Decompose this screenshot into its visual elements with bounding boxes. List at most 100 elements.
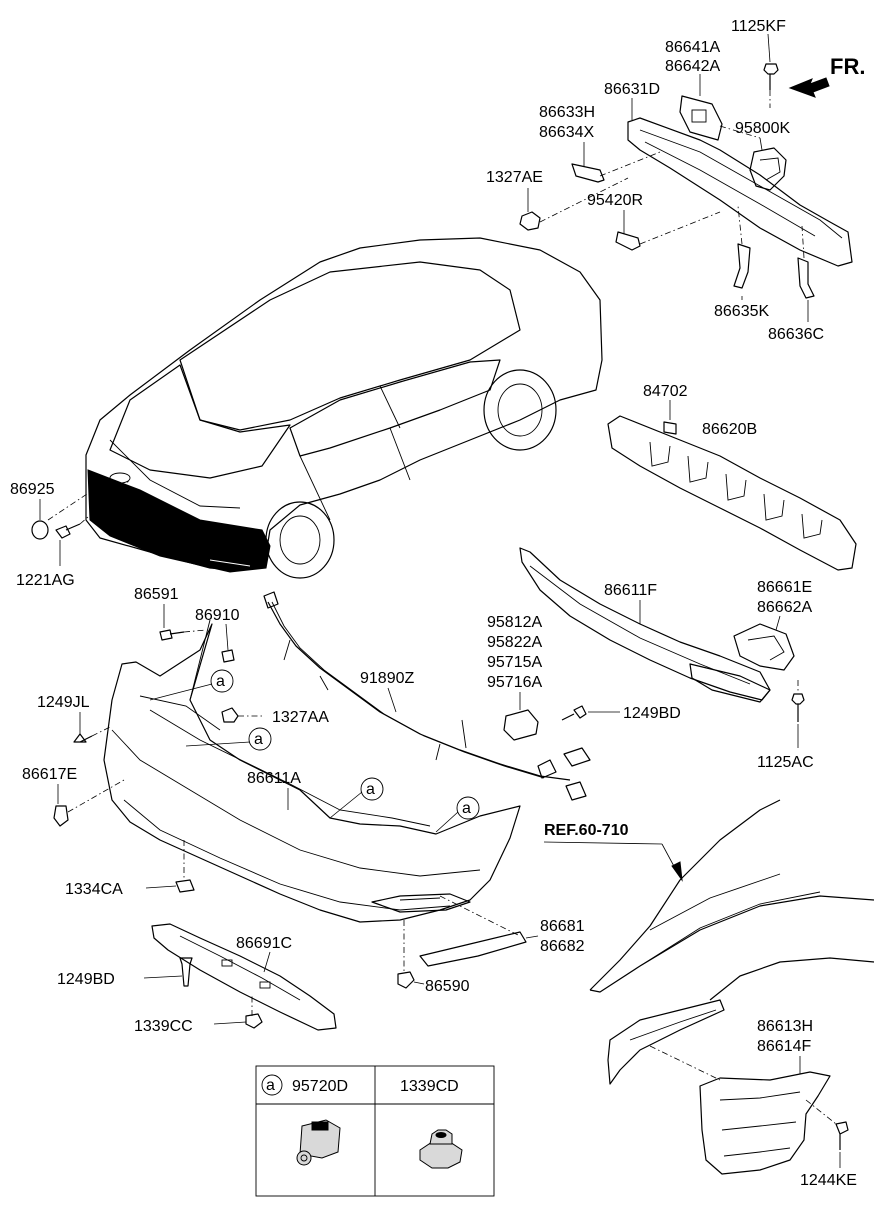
label-86641a: 86641A xyxy=(665,39,720,56)
energy-absorber xyxy=(607,415,857,571)
label-86590: 86590 xyxy=(425,978,470,995)
label-86925: 86925 xyxy=(10,481,55,498)
label-86633h: 86633H xyxy=(539,104,595,121)
label-86661e: 86661E xyxy=(757,579,812,596)
callout-marker-2: a xyxy=(248,727,272,751)
car-roof xyxy=(179,261,521,431)
back-beam xyxy=(627,117,853,267)
nut-1327aa xyxy=(221,707,239,723)
label-86642a: 86642A xyxy=(665,58,720,75)
legend-marker: a xyxy=(261,1074,283,1096)
legend-table: a 95720D 1339CD xyxy=(255,1065,495,1197)
label-1249jl: 1249JL xyxy=(37,694,90,711)
label-1327aa: 1327AA xyxy=(272,709,329,726)
bracket-86641a xyxy=(679,95,723,141)
bolt-1249bd-upper xyxy=(561,705,587,721)
label-1125kf: 1125KF xyxy=(731,18,786,35)
sensor-95720d-icon xyxy=(296,1119,341,1166)
label-91890z: 91890Z xyxy=(360,670,414,687)
under-cover xyxy=(151,879,415,1031)
label-95800k: 95800K xyxy=(735,120,790,137)
front-wheel xyxy=(483,369,557,451)
back-beam-assembly xyxy=(519,63,853,299)
reflector-housing xyxy=(689,663,771,703)
direction-arrow-icon xyxy=(788,77,830,98)
bracket-86635k xyxy=(733,243,751,289)
front-direction-indicator: FR. xyxy=(788,54,865,98)
rear-wheel xyxy=(265,501,335,579)
screw-1244ke xyxy=(835,1121,849,1150)
retainer-86910 xyxy=(221,649,235,663)
reflector-86681 xyxy=(419,931,527,967)
label-86662a: 86662A xyxy=(757,599,812,616)
label-86636c: 86636C xyxy=(768,326,824,343)
reference-label: REF.60-710 xyxy=(544,822,629,839)
side-window xyxy=(289,359,501,457)
garnish-86661e xyxy=(733,623,795,671)
absorber-86620b xyxy=(607,415,857,571)
vehicle-outline xyxy=(85,237,603,579)
clip-84702 xyxy=(663,421,677,435)
label-1334ca: 1334CA xyxy=(65,881,123,898)
label-86613h: 86613H xyxy=(757,1018,813,1035)
label-84702: 84702 xyxy=(643,383,688,400)
svg-text:a: a xyxy=(462,800,471,817)
nut-1339cd-icon xyxy=(419,1129,463,1169)
bumper-license-recess xyxy=(149,709,431,827)
label-1125ac: 1125AC xyxy=(757,754,814,771)
label-86611a: 86611A xyxy=(247,770,301,787)
rear-window xyxy=(109,364,291,479)
svg-text:a: a xyxy=(216,673,225,690)
bumper-86611a xyxy=(103,623,521,923)
control-unit xyxy=(503,705,587,741)
callout-marker-3: a xyxy=(360,777,384,801)
harness-91890z xyxy=(267,601,571,781)
label-1339cc: 1339CC xyxy=(134,1018,193,1035)
label-86631d: 86631D xyxy=(604,81,660,98)
fender-liner-86613h xyxy=(699,1071,831,1175)
label-86611f: 86611F xyxy=(604,582,657,599)
label-86634x: 86634X xyxy=(539,124,594,141)
lower-cover-assembly xyxy=(519,547,805,722)
label-95812a: 95812A xyxy=(487,614,542,631)
trunk-emblem xyxy=(109,472,131,484)
label-1327ae: 1327AE xyxy=(486,169,543,186)
label-1221ag: 1221AG xyxy=(16,572,75,589)
label-95822a: 95822A xyxy=(487,634,542,651)
bolt-1125kf xyxy=(763,63,779,90)
label-1244ke: 1244KE xyxy=(800,1172,857,1189)
bracket-86636c xyxy=(797,257,815,299)
screw-1221ag xyxy=(55,523,81,539)
label-86691c: 86691C xyxy=(236,935,292,952)
unit-95812a xyxy=(503,709,539,741)
callout-marker-1: a xyxy=(210,669,234,693)
bracket-86633h xyxy=(571,163,605,183)
direction-label: FR. xyxy=(830,54,865,79)
label-86635k: 86635K xyxy=(714,303,769,320)
retainer-86590 xyxy=(397,971,415,989)
label-95716a: 95716A xyxy=(487,674,542,691)
bumper-reflector xyxy=(371,893,471,913)
sensor-95800k xyxy=(749,147,787,191)
nut-1327ae xyxy=(519,211,541,231)
rear-bumper-cover xyxy=(53,619,521,972)
svg-text:a: a xyxy=(266,1077,275,1094)
label-1249bd-upper: 1249BD xyxy=(623,705,681,722)
label-86681: 86681 xyxy=(540,918,585,935)
label-86910: 86910 xyxy=(195,607,240,624)
label-86591: 86591 xyxy=(134,586,179,603)
label-1249bd-lower: 1249BD xyxy=(57,971,115,988)
label-86614f: 86614F xyxy=(757,1038,811,1055)
callout-marker-4: a xyxy=(456,796,480,820)
cap-86617e xyxy=(53,805,69,827)
legend-part-95720d: 95720D xyxy=(292,1078,348,1095)
label-86617e: 86617E xyxy=(22,766,77,783)
bolt-1249bd-lower xyxy=(179,957,193,987)
label-95715a: 95715A xyxy=(487,654,542,671)
clip-1334ca xyxy=(175,879,195,893)
svg-text:a: a xyxy=(366,781,375,798)
rear-bumper-highlight xyxy=(87,469,271,573)
screw-86591 xyxy=(159,629,185,641)
fender-panel xyxy=(589,799,781,991)
